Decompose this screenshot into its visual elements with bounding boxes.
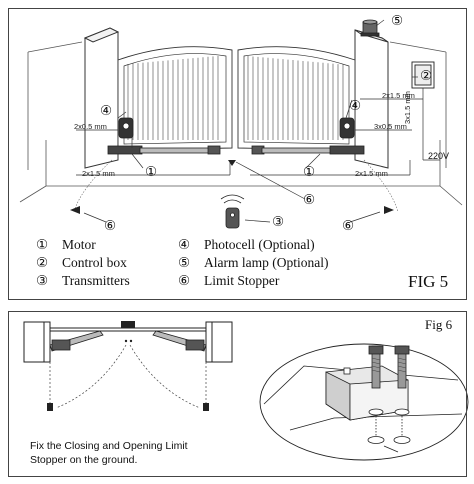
fig6-note: Fix the Closing and Opening Limit Stoppe… (30, 440, 188, 466)
legend-6-text: Limit Stopper (204, 273, 280, 288)
callout-5-alarm: ⑤ (391, 13, 404, 28)
legend-1-text: Motor (62, 237, 96, 252)
legend-3-num: ③ (36, 273, 49, 288)
callout-4-left: ④ (100, 103, 113, 118)
legend-5-text: Alarm lamp (Optional) (204, 255, 329, 270)
callout-3-transmitter: ③ (272, 214, 285, 229)
legend-3-text: Transmitters (62, 273, 130, 288)
cable-vertical: 3x1.5 mm (403, 91, 412, 124)
gate-left-leaf (117, 46, 233, 151)
cable-left-lower: 2x1.5 mm (82, 169, 115, 178)
photocell-right (339, 117, 355, 139)
limit-stopper-center (228, 160, 236, 166)
motor-right (251, 145, 365, 155)
cable-top-right: 2x1.5 mm (382, 91, 415, 100)
fig6-lock (121, 321, 135, 328)
control-box (411, 61, 435, 89)
fig6-stoppers (47, 403, 209, 411)
gate-right-leaf (237, 46, 356, 151)
legend-5-num: ⑤ (178, 255, 191, 270)
legend-4-num: ④ (178, 237, 191, 252)
fig6-title: Fig 6 (425, 317, 453, 332)
fig5-title: FIG 5 (408, 272, 449, 291)
callout-4-right: ④ (349, 98, 362, 113)
callout-1-right: ① (303, 164, 316, 179)
callout-6-left: ⑥ (104, 218, 117, 233)
callout-2-control-box: ② (420, 68, 433, 83)
photocell-left (118, 117, 134, 139)
limit-stopper-left (70, 206, 80, 214)
motor-left (107, 145, 221, 155)
limit-stopper-right (384, 206, 394, 214)
callout-6-center: ⑥ (303, 192, 316, 207)
voltage-label: 220V (428, 151, 450, 161)
callout-1-left: ① (145, 164, 158, 179)
transmitter (220, 194, 245, 229)
cable-right-lower: 2x1.5 mm (355, 169, 388, 178)
legend-1-num: ① (36, 237, 49, 252)
cable-right-upper: 3x0.5 mm (374, 122, 407, 131)
alarm-lamp (360, 19, 380, 37)
callout-6-right: ⑥ (342, 218, 355, 233)
fig6-right-wall (205, 321, 233, 363)
legend-2-text: Control box (62, 255, 127, 270)
cable-left-upper: 2x0.5 mm (74, 122, 107, 131)
fig5-panel (8, 8, 467, 300)
fig6-panel (8, 311, 467, 477)
fig6-left-wall (23, 321, 51, 363)
legend-6-num: ⑥ (178, 273, 191, 288)
legend-4-text: Photocell (Optional) (204, 237, 315, 252)
legend-2-num: ② (36, 255, 49, 270)
